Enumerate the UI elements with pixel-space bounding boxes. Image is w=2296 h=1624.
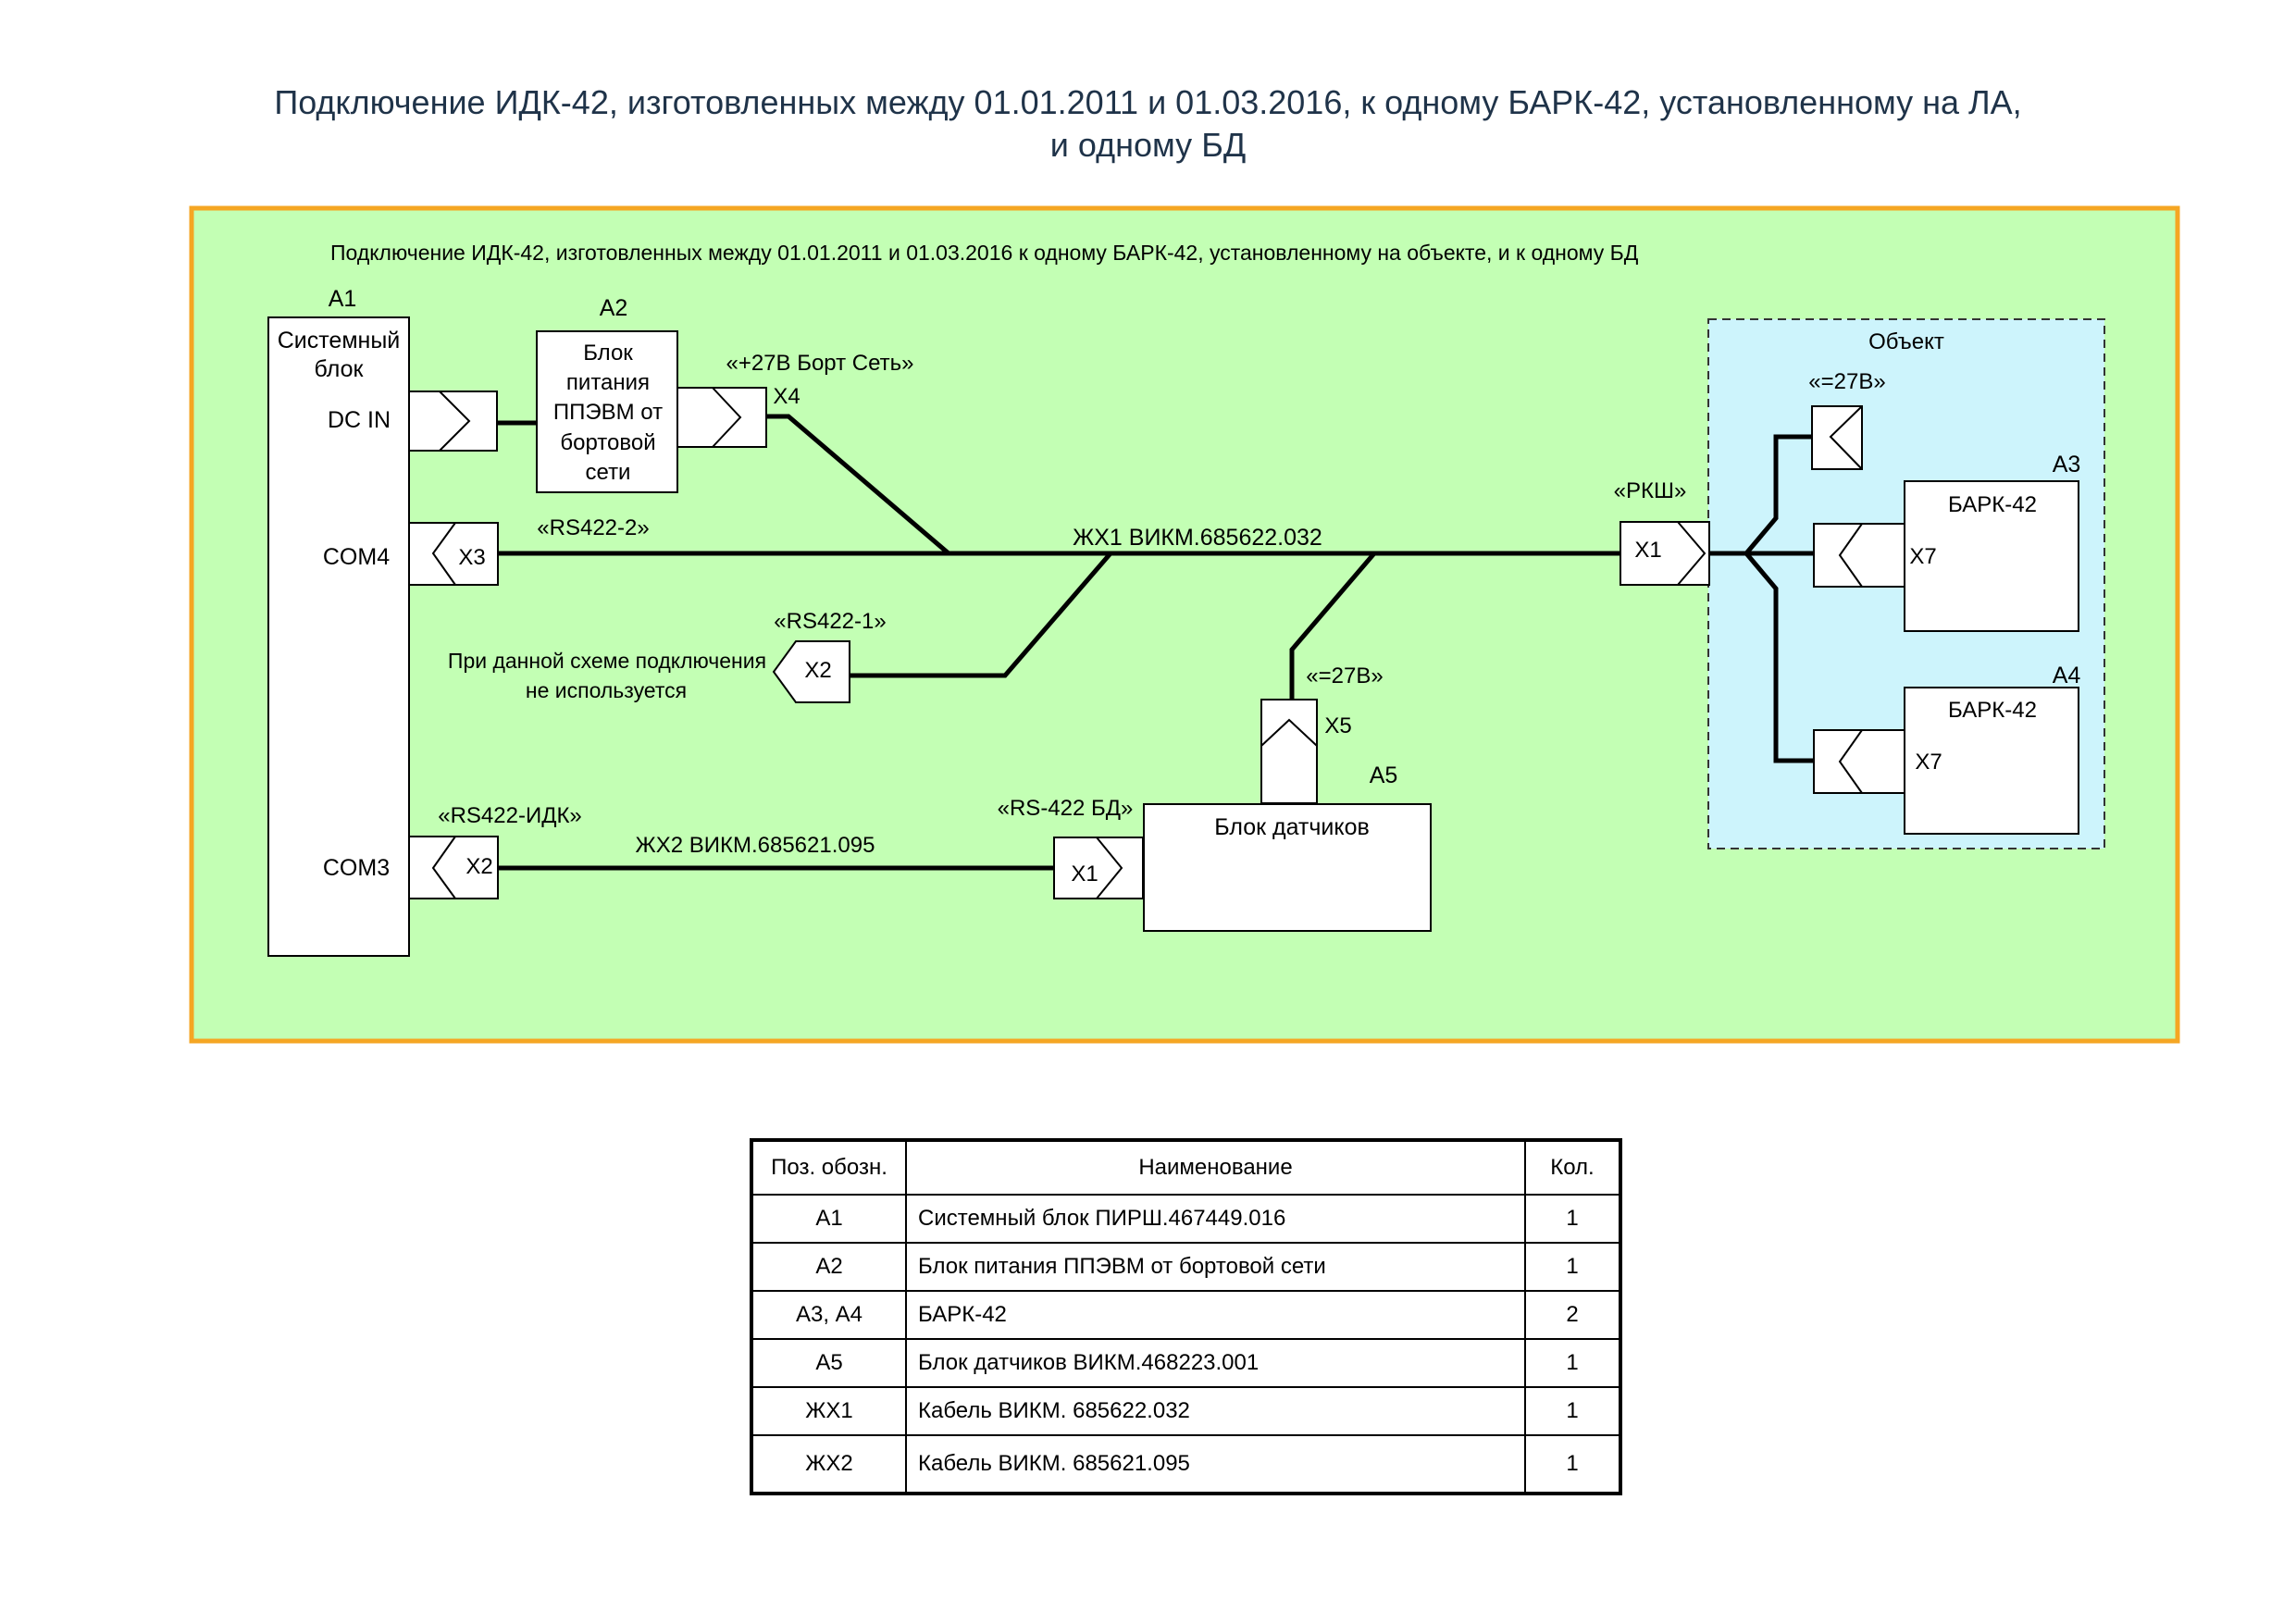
table-cell-quantity: 1 xyxy=(1524,1434,1621,1494)
table-cell-position: А5 xyxy=(751,1338,907,1388)
table-cell-name: Кабель ВИКМ. 685622.032 xyxy=(905,1386,1526,1436)
wire-branch-power xyxy=(1744,434,1812,555)
a4-bark-block: А4 БАРК-42 xyxy=(1904,663,2081,835)
table-cell-name: БАРК-42 xyxy=(905,1290,1526,1340)
a2-power-supply: А2 Блок питания ППЭВМ от бортовой сети xyxy=(536,295,678,493)
wires xyxy=(497,414,1814,871)
spare-x2-signal: «RS422-1» xyxy=(774,609,886,634)
wire-branch-a4 xyxy=(1744,552,1814,763)
table-header-quantity: Кол. xyxy=(1524,1139,1621,1196)
table-cell-position: А3, А4 xyxy=(751,1290,907,1340)
table-cell-quantity: 1 xyxy=(1524,1386,1621,1436)
a4-x7-connector-icon xyxy=(1813,729,1905,794)
page-title-line-2: и одному БД xyxy=(1049,126,1247,164)
a1-x3-label: Х3 xyxy=(458,545,485,570)
a5-x1-signal: «RS-422 БД» xyxy=(998,796,1134,821)
a5-x1-label: Х1 xyxy=(1071,862,1098,886)
a2-line-2: питания xyxy=(566,370,650,395)
a4-ref: А4 xyxy=(2053,663,2081,688)
a2-line-1: Блок xyxy=(583,341,633,366)
rksh-signal: «РКШ» xyxy=(1614,478,1687,503)
table-row: ЖХ1 Кабель ВИКМ. 685622.032 1 xyxy=(751,1386,1621,1436)
a1-port-com3: COM3 xyxy=(323,855,390,881)
page-title-line-1: Подключение ИДК-42, изготовленных между … xyxy=(274,83,2022,121)
a1-dcin-connector-icon xyxy=(408,391,498,452)
a5-sensor-block: А5 Блок датчиков xyxy=(1143,762,1432,932)
a2-x4-signal: «+27В Борт Сеть» xyxy=(726,351,913,376)
a2-line-3: ППЭВМ от xyxy=(553,400,663,425)
wire-x4-to-trunk xyxy=(764,414,950,555)
table-row: А5 Блок датчиков ВИКМ.468223.001 1 xyxy=(751,1338,1621,1388)
cable-zh1-label: ЖХ1 ВИКМ.685622.032 xyxy=(1073,525,1322,551)
a2-x4-connector-icon xyxy=(676,387,767,448)
a2-ref: А2 xyxy=(600,295,628,321)
spare-x2-note-line2: не используется xyxy=(526,678,687,702)
a1-x2-label: Х2 xyxy=(465,854,492,879)
table-row: А1 Системный блок ПИРШ.467449.016 1 xyxy=(751,1194,1621,1244)
a1-name-line1: Системный xyxy=(278,328,401,353)
specification-table: Поз. обозн. Наименование Кол. А1 Системн… xyxy=(750,1138,1622,1495)
a1-x3-signal: «RS422-2» xyxy=(537,515,649,540)
table-cell-position: А2 xyxy=(751,1242,907,1292)
spare-x2-note-line1: При данной схеме подключения xyxy=(448,649,766,673)
page-title: Подключение ИДК-42, изготовленных между … xyxy=(0,81,2296,167)
table-header-row: Поз. обозн. Наименование Кол. xyxy=(751,1139,1621,1196)
table-cell-name: Блок питания ППЭВМ от бортовой сети xyxy=(905,1242,1526,1292)
a5-x5-signal: «=27В» xyxy=(1306,663,1383,688)
table-cell-quantity: 1 xyxy=(1524,1194,1621,1244)
wire-spare-x2 xyxy=(850,552,1112,678)
table-cell-name: Системный блок ПИРШ.467449.016 xyxy=(905,1194,1526,1244)
object-power-connector-icon xyxy=(1811,405,1863,470)
table-cell-quantity: 1 xyxy=(1524,1338,1621,1388)
table-row: А2 Блок питания ППЭВМ от бортовой сети 1 xyxy=(751,1242,1621,1292)
diagram-subtitle: Подключение ИДК-42, изготовленных между … xyxy=(330,241,1639,265)
a4-name: БАРК-42 xyxy=(1948,698,2037,723)
a3-name: БАРК-42 xyxy=(1948,492,2037,517)
cable-zh2-label: ЖХ2 ВИКМ.685621.095 xyxy=(636,833,875,858)
a5-x1-connector-icon: Х1 xyxy=(1053,837,1144,899)
a1-system-block: А1 Системный блок DC IN COM4 COM3 xyxy=(267,286,410,957)
spare-x2-label: Х2 xyxy=(804,658,831,683)
a1-name-line2: блок xyxy=(315,356,365,382)
table-cell-name: Блок датчиков ВИКМ.468223.001 xyxy=(905,1338,1526,1388)
wire-x5-to-trunk xyxy=(1289,552,1376,700)
a1-port-com4: COM4 xyxy=(323,544,390,570)
a3-bark-block: А3 БАРК-42 xyxy=(1904,452,2081,632)
object-label: Объект xyxy=(1868,329,1944,354)
spare-x2-connector-icon: Х2 xyxy=(772,640,850,703)
a1-x3-connector-icon: Х3 xyxy=(408,522,499,586)
a5-x5-label: Х5 xyxy=(1324,713,1351,738)
a3-x7-connector-icon xyxy=(1813,523,1905,588)
a1-ref: А1 xyxy=(329,286,357,312)
a2-line-4: бортовой xyxy=(560,430,655,455)
table-cell-quantity: 1 xyxy=(1524,1242,1621,1292)
a3-x7-label: Х7 xyxy=(1909,544,1936,569)
a1-port-dcin: DC IN xyxy=(328,407,391,433)
table-row: ЖХ2 Кабель ВИКМ. 685621.095 1 xyxy=(751,1434,1621,1494)
a1-x2-connector-icon: Х2 xyxy=(408,836,499,899)
a2-x4-label: Х4 xyxy=(773,384,800,409)
table-header-name: Наименование xyxy=(905,1139,1526,1196)
a4-x7-label: Х7 xyxy=(1915,750,1942,775)
table-row: А3, А4 БАРК-42 2 xyxy=(751,1290,1621,1340)
a3-ref: А3 xyxy=(2053,452,2081,477)
table-cell-quantity: 2 xyxy=(1524,1290,1621,1340)
table-header-position: Поз. обозн. xyxy=(751,1139,907,1196)
table-cell-position: ЖХ2 xyxy=(751,1434,907,1494)
table-cell-position: ЖХ1 xyxy=(751,1386,907,1436)
a5-name: Блок датчиков xyxy=(1214,814,1370,840)
a2-line-5: сети xyxy=(586,460,631,485)
a5-ref: А5 xyxy=(1370,762,1398,788)
rksh-x1-connector-icon: Х1 xyxy=(1620,521,1710,586)
a5-x5-connector-icon xyxy=(1260,699,1318,804)
table-cell-name: Кабель ВИКМ. 685621.095 xyxy=(905,1434,1526,1494)
a1-x2-signal: «RS422-ИДК» xyxy=(438,803,582,828)
rksh-x1-label: Х1 xyxy=(1634,538,1661,563)
table-cell-position: А1 xyxy=(751,1194,907,1244)
object-power-signal: «=27В» xyxy=(1808,369,1885,394)
